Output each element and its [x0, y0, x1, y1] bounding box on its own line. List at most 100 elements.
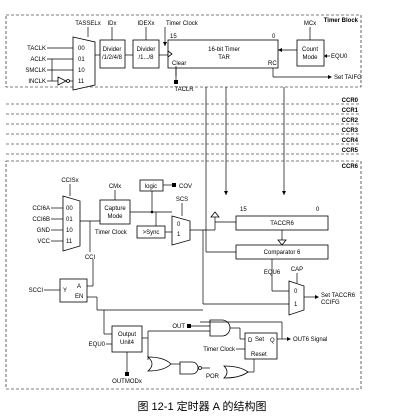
id-label: IDx: [108, 21, 117, 27]
divider-1-title: Divider: [103, 47, 122, 53]
ff-q: Q: [270, 338, 275, 344]
tar-rc: RC: [268, 61, 277, 67]
tassel-label: TASSELx: [75, 21, 101, 27]
ccr5-label: CCR5: [342, 148, 359, 154]
latch-a: A: [77, 284, 81, 290]
latch-en: EN: [75, 294, 83, 300]
ccr6-mux-code-00: 00: [66, 206, 73, 212]
ccr6-border: [5, 160, 362, 390]
output-unit: [111, 325, 143, 353]
output-unit-title: Output: [118, 332, 136, 338]
sync-text: >Sync: [143, 230, 160, 236]
divider-1: [99, 39, 126, 69]
logic-box: [139, 179, 164, 192]
count-mode-equ0: EQU0: [331, 54, 348, 60]
cap-mux: [288, 280, 305, 316]
nor-gate: [179, 361, 199, 375]
clk-input-inclk: INCLK: [28, 79, 46, 85]
out-label: OUT: [172, 324, 185, 330]
vcc-input: VCC: [37, 239, 50, 245]
ccr4-label: CCR4: [342, 138, 359, 144]
sync-mux-code-1: 1: [177, 232, 181, 238]
clk-mux-code-11: 11: [78, 79, 85, 85]
set-taccr-label: Set TACCR6: [321, 293, 356, 299]
tar-clear: Clear: [172, 61, 186, 67]
clk-mux-code-10: 10: [78, 68, 85, 74]
clk-input-smclk: SMCLK: [25, 68, 46, 74]
divider-1-ratio: /1/2/4/8: [102, 55, 123, 61]
capture-mode-box: [99, 199, 131, 225]
output-unit-sub: Unit4: [120, 340, 135, 346]
ff-d: D: [248, 338, 253, 344]
clk-input-aclk: ACLK: [30, 57, 46, 63]
output-equ0-label: EQU0: [89, 342, 106, 348]
ccr6-label: CCR6: [342, 164, 359, 170]
taclr-label: TACLR: [174, 87, 194, 93]
taccr-bit15: 15: [240, 207, 247, 213]
count-mode-title: Count: [302, 47, 318, 53]
inverter-icon: [57, 76, 67, 86]
count-mode-sub: Mode: [302, 55, 318, 61]
comparator6-label: Comparator 6: [264, 250, 301, 256]
ccr6-timer-clock-label: Timer Clock: [95, 230, 128, 236]
clk-input-taclk: TACLK: [27, 46, 46, 52]
taccr6-label: TACCR6: [270, 221, 294, 227]
timer-clock-label: Timer Clock: [166, 21, 199, 27]
ff-reset: Reset: [251, 352, 267, 358]
clk-mux-code-01: 01: [78, 57, 85, 63]
capture-mode-title: Capture: [104, 206, 126, 212]
por-or-gate: [223, 365, 249, 379]
ccr6-block: CCR6 CCISx CMx logic COV SCS CCI6A CCI6B…: [5, 158, 362, 390]
ccr2-label: CCR2: [342, 118, 359, 124]
sync-mux-code-0: 0: [177, 222, 181, 228]
sync-mux: [171, 215, 191, 246]
latch-y: Y: [63, 288, 67, 294]
cap-label: CAP: [291, 267, 303, 273]
output-flipflop: [244, 332, 278, 360]
ccr0-label: CCR0: [342, 98, 359, 104]
cci-label: CCI: [85, 255, 96, 261]
logic-text: logic: [145, 184, 157, 190]
divider-2: [132, 39, 160, 69]
out6-signal-label: OUT6 Signal: [293, 337, 327, 343]
timer-block: Timer Block TASSELx IDx IDEXx Timer Cloc…: [5, 14, 362, 93]
cov-label: COV: [179, 184, 192, 190]
cci6a-input: CCI6A: [32, 206, 50, 212]
ccifg-label: CCIFG: [321, 300, 340, 306]
cap-mux-code-0: 0: [294, 289, 298, 295]
timer-block-border: [5, 14, 362, 88]
cm-label: CMx: [109, 184, 121, 190]
divider-2-title: Divider: [137, 47, 156, 53]
tar-bit0: 0: [272, 34, 276, 40]
tar-bit15: 15: [170, 34, 177, 40]
scs-label: SCS: [176, 197, 188, 203]
ff-timer-clock-label: Timer Clock: [203, 347, 236, 353]
figure-caption: 图 12-1 定时器 A 的结构图: [138, 399, 267, 413]
tar-title: 16-bit Timer: [208, 47, 240, 53]
and-gate: [209, 319, 231, 337]
cap-mux-code-1: 1: [294, 302, 298, 308]
ccr-channel-stack: CCR0 CCR1 CCR2 CCR3 CCR4 CCR5: [6, 87, 361, 195]
clock-source-mux: [72, 36, 96, 91]
ccr6-input-mux: [62, 195, 81, 252]
scci-latch: [59, 278, 88, 303]
gnd-input: GND: [37, 228, 51, 234]
taccr-bit0: 0: [316, 207, 320, 213]
scci-label: SCCI: [29, 288, 44, 294]
clk-mux-code-00: 00: [78, 46, 85, 52]
ccis-label: CCISx: [61, 178, 78, 184]
ccr6-mux-code-11: 11: [66, 239, 73, 245]
idex-label: IDEXx: [137, 21, 154, 27]
ccr6-mux-code-01: 01: [66, 217, 73, 223]
count-mode-box: [296, 39, 325, 67]
por-label: POR: [206, 374, 220, 380]
outmod-label: OUTMODx: [112, 379, 142, 385]
cci6b-input: CCI6B: [32, 217, 50, 223]
timer-block-title: Timer Block: [324, 18, 359, 24]
tar-name: TAR: [218, 55, 230, 61]
ccr1-label: CCR1: [342, 108, 359, 114]
divider-2-ratio: /1.../8: [138, 55, 154, 61]
capture-mode-sub: Mode: [107, 214, 123, 220]
ff-set: Set: [255, 337, 264, 343]
